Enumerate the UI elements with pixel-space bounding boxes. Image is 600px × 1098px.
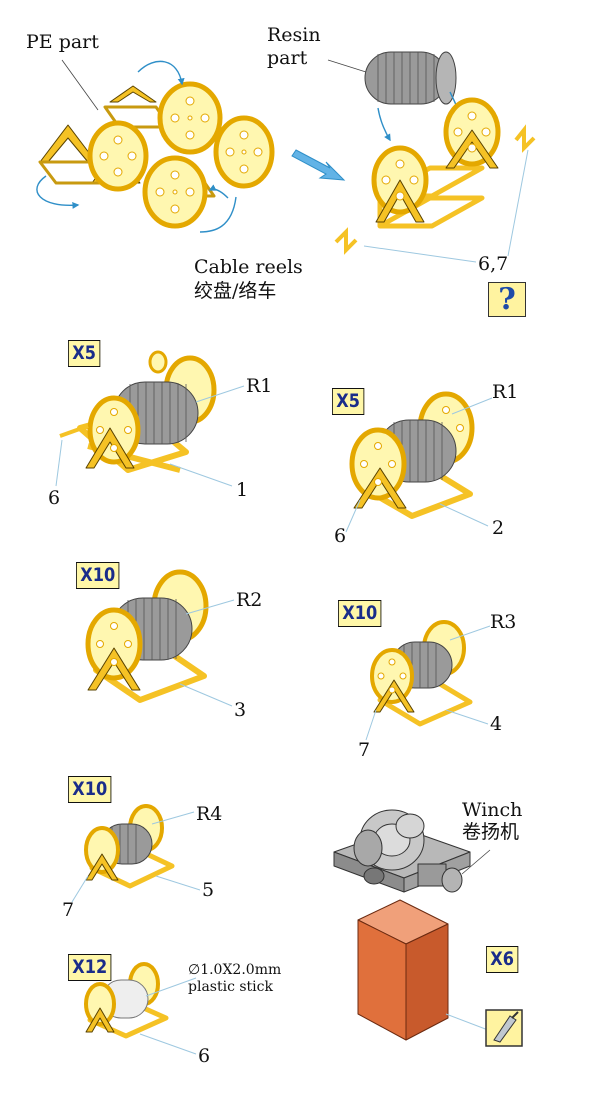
part67-leader-b — [507, 149, 529, 257]
reel-a-pe-label: 1 — [236, 479, 249, 501]
resin-part-label-line1: Resin — [267, 24, 321, 46]
reel-d-7-leader — [365, 709, 377, 741]
reel-e-resin-label: R4 — [196, 803, 223, 825]
winch — [333, 809, 471, 893]
scalpel-icon-art — [485, 1009, 523, 1047]
reel-c-pe-label: 3 — [234, 699, 247, 721]
reel-f-pe-label: 6 — [198, 1045, 211, 1067]
pe-part-label: PE part — [26, 31, 99, 53]
resin-insert-arrow — [377, 107, 391, 142]
base-cut-leader — [445, 1013, 489, 1031]
reel-a-6-leader — [55, 439, 63, 487]
help-button[interactable]: ? — [488, 282, 526, 317]
reel-a-resin-label: R1 — [246, 375, 273, 397]
reel-e-r4-leader — [151, 811, 195, 825]
pe-part-z-right — [514, 124, 536, 153]
winch-label-en: Winch — [462, 799, 523, 821]
reel-b-pe-label: 2 — [492, 517, 505, 539]
reel-e-5-leader — [155, 875, 201, 891]
reel-a-1-leader — [169, 463, 233, 487]
reel-b-frame-label: 6 — [334, 525, 347, 547]
qty-badge-reel-b: X5 — [332, 388, 365, 415]
qty-badge-reel-d: X10 — [338, 600, 382, 627]
reel-b-6-leader — [345, 499, 361, 533]
reel-f-6-leader — [139, 1033, 197, 1055]
qty-badge-winch-base: X6 — [486, 946, 519, 973]
reel-a — [59, 350, 217, 473]
part-67-label: 6,7 — [478, 253, 509, 275]
question-icon: ? — [498, 282, 516, 317]
reel-b-resin-label: R1 — [492, 381, 519, 403]
qty-badge-reel-e: X10 — [68, 776, 112, 803]
winch-label-cn: 卷扬机 — [462, 821, 520, 843]
winch-base-block — [357, 899, 449, 1041]
reel-c — [85, 569, 209, 703]
reel-f-stick-leader — [145, 977, 197, 997]
reel-e-frame-label: 7 — [62, 899, 75, 921]
part67-leader-a — [363, 245, 477, 263]
reel-assembly-top — [371, 97, 501, 229]
reel-d-4-leader — [445, 709, 489, 725]
reel-d-resin-label: R3 — [490, 611, 517, 633]
qty-badge-reel-c: X10 — [76, 562, 120, 589]
reel-d-pe-label: 4 — [490, 713, 503, 735]
resin-part-label-line2: part — [267, 47, 308, 69]
cable-reels-label-en: Cable reels — [194, 256, 303, 278]
resin-drum-top — [364, 51, 457, 105]
pe-part-leader — [61, 59, 99, 111]
reel-d-r3-leader — [449, 625, 491, 641]
qty-badge-reel-a: X5 — [68, 340, 101, 367]
reel-a-frame-label: 6 — [48, 487, 61, 509]
plastic-stick-label-line2: plastic stick — [188, 979, 273, 995]
reel-e — [84, 804, 175, 889]
cable-reels-label-cn: 绞盘/络车 — [194, 280, 277, 302]
reel-b — [349, 391, 475, 519]
assembly-arrow — [291, 149, 346, 181]
winch-leader — [461, 849, 491, 875]
plastic-stick-label-line1: ∅1.0X2.0mm — [188, 962, 282, 978]
pe-part-fret — [38, 81, 275, 229]
reel-b-2-leader — [439, 503, 489, 527]
reel-e-7-leader — [71, 875, 89, 903]
reel-c-3-leader — [179, 683, 233, 707]
reel-c-r2-leader — [185, 599, 235, 615]
reel-b-r1-leader — [451, 397, 493, 415]
qty-badge-reel-f: X12 — [68, 954, 112, 981]
fold-arrows — [36, 60, 237, 233]
reel-d — [370, 620, 473, 727]
pe-part-z-left — [334, 227, 358, 255]
reel-e-pe-label: 5 — [202, 879, 215, 901]
reel-d-frame-label: 7 — [358, 739, 371, 761]
reel-f — [84, 962, 169, 1039]
resin-part-leader — [327, 59, 367, 73]
reel-a-r1-leader — [195, 385, 245, 403]
reel-c-resin-label: R2 — [236, 589, 263, 611]
